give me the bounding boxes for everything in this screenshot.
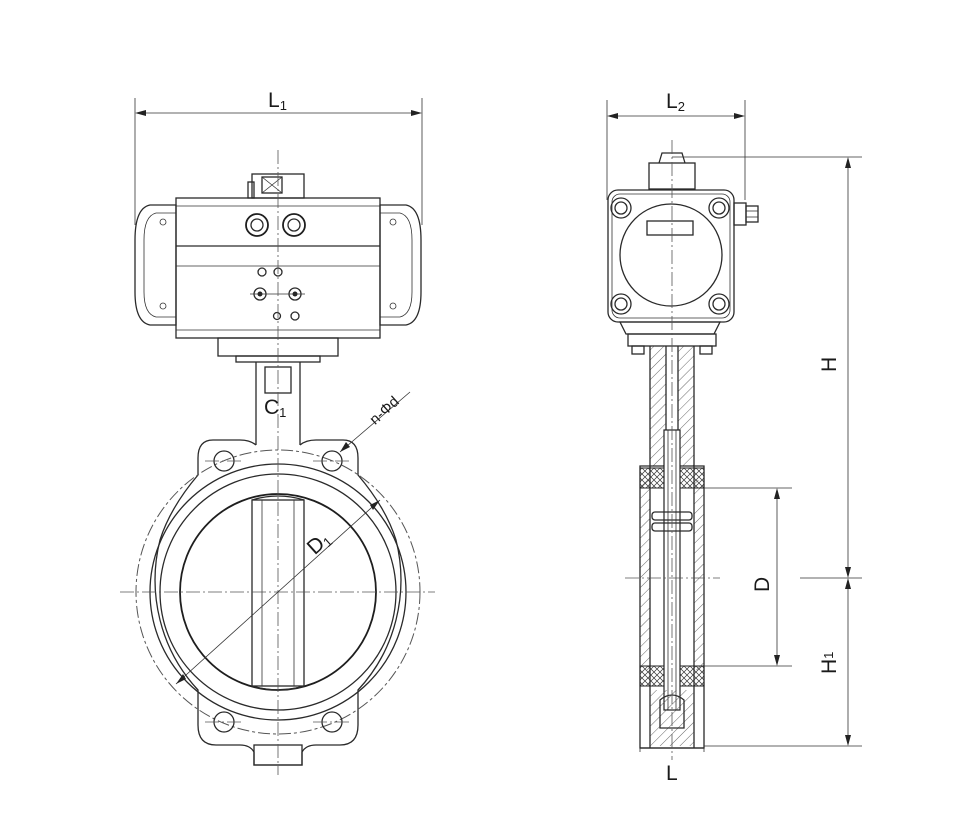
dimension-h1 [704,578,862,747]
label-l: L [666,762,678,785]
dimension-l2 [606,100,746,200]
dimension-h [672,156,862,579]
label-h1: H1 [818,652,841,674]
label-bolt: n-Φd [366,393,402,428]
dimension-d1 [175,391,411,685]
dimension-l [639,748,705,752]
side-view [606,100,862,760]
label-l1: L1 [268,89,287,113]
label-d: D [751,577,774,592]
valve-body-front [120,150,435,775]
actuator-side [607,152,759,355]
label-d1: D1 [303,527,336,560]
dimension-l1 [134,98,423,225]
front-view [120,98,435,775]
label-l2: L2 [666,90,685,114]
dimension-d [704,487,792,667]
label-h: H [818,357,841,372]
label-c1: C1 [264,396,286,420]
valve-body-side [625,140,720,760]
